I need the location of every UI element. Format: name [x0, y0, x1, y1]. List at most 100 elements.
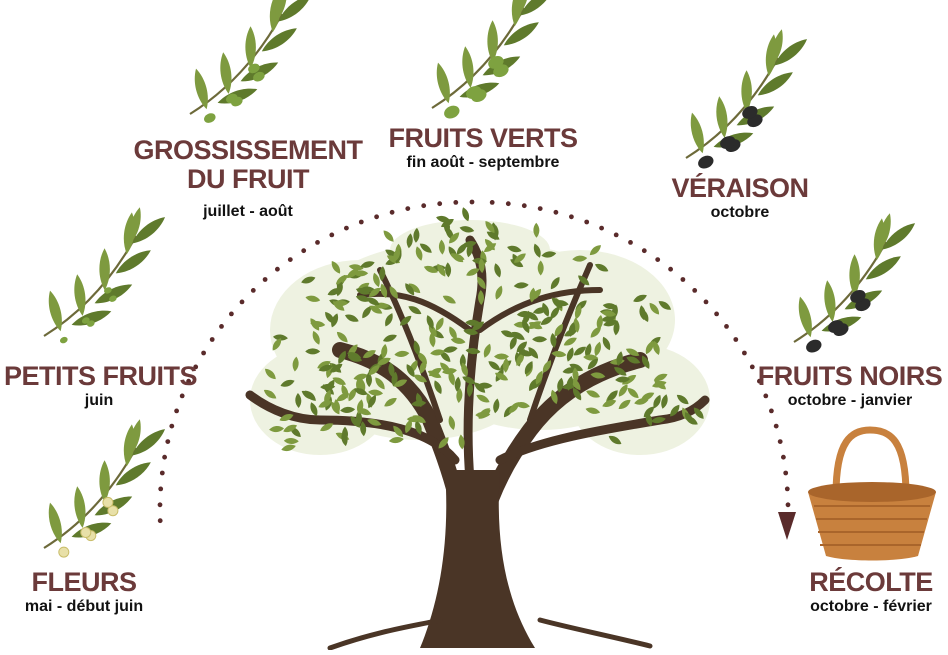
- tree-leaf: [652, 340, 660, 355]
- stage-title: GROSSISSEMENT: [133, 135, 363, 165]
- tree-leaf: [283, 424, 297, 433]
- tree-leaf: [537, 260, 544, 276]
- tree-leaf: [483, 343, 491, 358]
- tree-leaf: [693, 407, 704, 419]
- tree-leaf: [368, 364, 380, 376]
- arc-dot: [159, 470, 165, 476]
- tree-leaf: [613, 320, 620, 336]
- branch-leaf: [774, 39, 808, 66]
- tree-leaf: [305, 348, 321, 355]
- tree-leaf: [368, 389, 384, 396]
- tree-leaf: [590, 372, 606, 379]
- arc-dot: [489, 200, 495, 205]
- stage-title: RÉCOLTE: [809, 567, 933, 597]
- tree-leaf: [324, 389, 331, 405]
- tree-leaf: [451, 253, 464, 263]
- arc-dot: [157, 518, 163, 524]
- tree-leaf: [516, 341, 528, 353]
- branch-leaf: [48, 290, 62, 332]
- tree-leaf: [356, 375, 363, 390]
- tree-leaf: [653, 373, 668, 381]
- stage-period: octobre - janvier: [787, 392, 913, 409]
- tree-leaf: [461, 241, 477, 248]
- tree-leaf: [590, 326, 601, 338]
- tree-leaf: [585, 343, 592, 358]
- tree-leaf: [368, 287, 381, 297]
- arc-dot: [209, 337, 215, 342]
- branch-leaf: [517, 0, 529, 16]
- olive-branch-green-olives-icon: [431, 0, 554, 119]
- arc-dot: [301, 248, 307, 254]
- tree-leaf: [362, 350, 376, 358]
- tree-leaf: [658, 301, 672, 310]
- tree-leaf: [572, 367, 579, 383]
- tree-leaf: [608, 435, 622, 445]
- branch-leaf: [716, 96, 728, 138]
- tree-leaf: [265, 368, 276, 380]
- tree-leaf: [373, 272, 380, 288]
- branch-leaf: [245, 26, 256, 69]
- tree-leaf: [435, 317, 444, 331]
- tree-leaf: [346, 268, 359, 278]
- tree-leaf: [368, 395, 376, 409]
- arc-dot: [344, 225, 349, 231]
- tree-branch: [377, 267, 443, 423]
- tree-leaf: [263, 389, 277, 399]
- stage-recolte: RÉCOLTE octobre - février: [796, 568, 946, 617]
- tree-leaf: [684, 412, 694, 425]
- tree-leaf: [405, 283, 415, 296]
- tree-leaf: [551, 389, 558, 405]
- tree-leaf: [320, 423, 334, 432]
- arc-dot: [655, 257, 661, 262]
- arc-dot: [569, 214, 574, 220]
- branch-leaf: [132, 217, 166, 244]
- tree-leaf: [341, 431, 348, 447]
- tree-leaf: [459, 226, 475, 233]
- tree-leaf: [415, 246, 423, 261]
- arc-dot: [769, 408, 774, 414]
- tree-branch: [245, 390, 460, 465]
- arc-dot: [763, 393, 769, 399]
- tree-leaf: [305, 295, 321, 302]
- arc-dot: [505, 201, 511, 207]
- tree-leaf: [550, 333, 557, 348]
- tree-leaf: [280, 379, 295, 387]
- olive-fruit: [466, 86, 482, 99]
- arc-dot: [389, 209, 395, 215]
- tree-leaf: [406, 416, 422, 423]
- tree-leaf: [393, 379, 408, 387]
- tree-leaf: [365, 372, 372, 388]
- stage-title: FLEURS: [31, 567, 138, 597]
- branch-leaf: [74, 274, 86, 316]
- tree-leaf: [383, 230, 394, 242]
- arc-dot: [239, 299, 245, 305]
- tree-leaf: [448, 370, 455, 386]
- olive-fruit: [109, 295, 117, 302]
- arc-dot: [584, 219, 590, 225]
- tree-leaf: [471, 321, 485, 331]
- tree-leaf: [596, 314, 603, 330]
- arc-dot: [169, 423, 175, 429]
- tree-leaf: [462, 207, 470, 222]
- arc-dot: [374, 214, 379, 220]
- tree-leaf: [516, 352, 525, 366]
- tree-leaf: [563, 337, 577, 346]
- tree-leaf: [524, 361, 533, 375]
- tree-leaf: [478, 408, 490, 418]
- tree-leaf: [618, 384, 628, 397]
- olive-fruit: [828, 320, 844, 333]
- branch-leaf: [771, 29, 783, 66]
- branch-leaf: [882, 223, 916, 250]
- tree-leaf: [463, 328, 479, 336]
- tree-leaf: [641, 355, 650, 369]
- tree-leaf: [437, 263, 446, 277]
- tree-leaf: [388, 436, 404, 444]
- tree-leaf: [518, 349, 533, 357]
- branch-leaf: [503, 22, 539, 46]
- tree-leaf: [478, 258, 485, 274]
- tree-leaf: [353, 388, 368, 396]
- olive-fruit: [226, 93, 238, 104]
- tree-leaf: [529, 287, 536, 303]
